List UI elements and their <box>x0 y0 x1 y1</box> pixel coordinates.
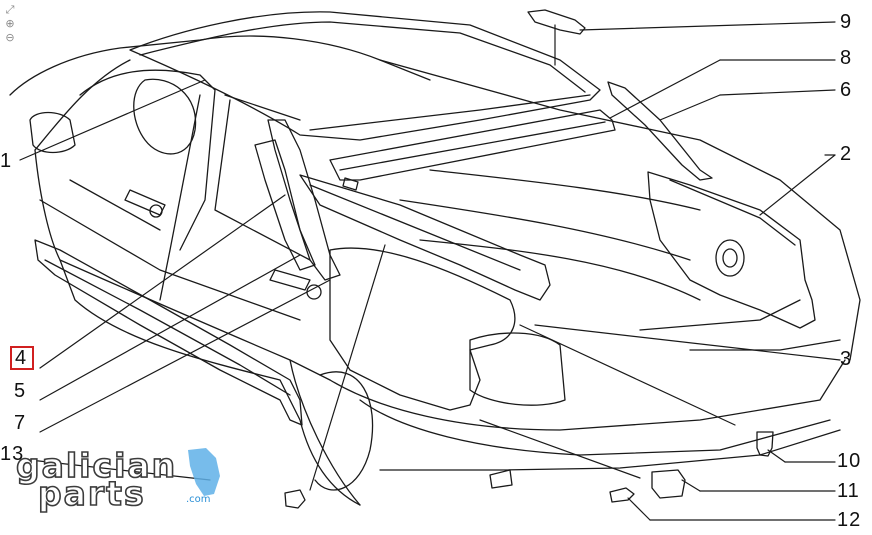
callout-7[interactable]: 7 <box>14 412 27 434</box>
callout-11[interactable]: 11 <box>837 480 860 502</box>
part-3-rear-shelf <box>299 174 551 411</box>
part-6-pillar-strip <box>607 81 713 181</box>
part-9-clip <box>527 9 586 35</box>
viewer-toolbar: ⤢ ⊕ ⊖ <box>3 3 19 44</box>
car-body <box>9 35 861 506</box>
callout-2[interactable]: 2 <box>840 143 853 165</box>
zoom-in-icon[interactable]: ⊕ <box>5 17 15 30</box>
callout-5[interactable]: 5 <box>14 380 27 402</box>
roof-panel <box>129 11 601 141</box>
part-5-sill-trim <box>34 239 303 426</box>
logo-map-icon <box>188 448 220 496</box>
callout-3[interactable]: 3 <box>840 348 853 370</box>
logo-suffix: .com <box>186 494 211 505</box>
part-2-quarter-trim <box>647 171 816 329</box>
callout-1[interactable]: 1 <box>0 150 13 172</box>
callout-13[interactable]: 13 <box>0 443 25 465</box>
callout-6[interactable]: 6 <box>840 79 853 101</box>
leader-lines <box>19 21 841 521</box>
callout-8[interactable]: 8 <box>840 47 853 69</box>
logo-word-1: galician <box>15 445 178 486</box>
galicianparts-logo: galician parts .com <box>10 445 220 516</box>
callout-12[interactable]: 12 <box>837 509 862 531</box>
part-7-b-pillar <box>254 119 341 281</box>
zoom-out-icon[interactable]: ⊖ <box>5 31 15 44</box>
callout-9[interactable]: 9 <box>840 11 853 33</box>
part-8-rear-rail <box>329 109 616 191</box>
fit-page-icon[interactable]: ⤢ <box>5 3 15 16</box>
callout-4-highlighted[interactable]: 4 <box>10 346 35 370</box>
fasteners <box>284 431 774 509</box>
logo-word-2: parts <box>37 473 146 514</box>
callout-10[interactable]: 10 <box>837 450 862 472</box>
